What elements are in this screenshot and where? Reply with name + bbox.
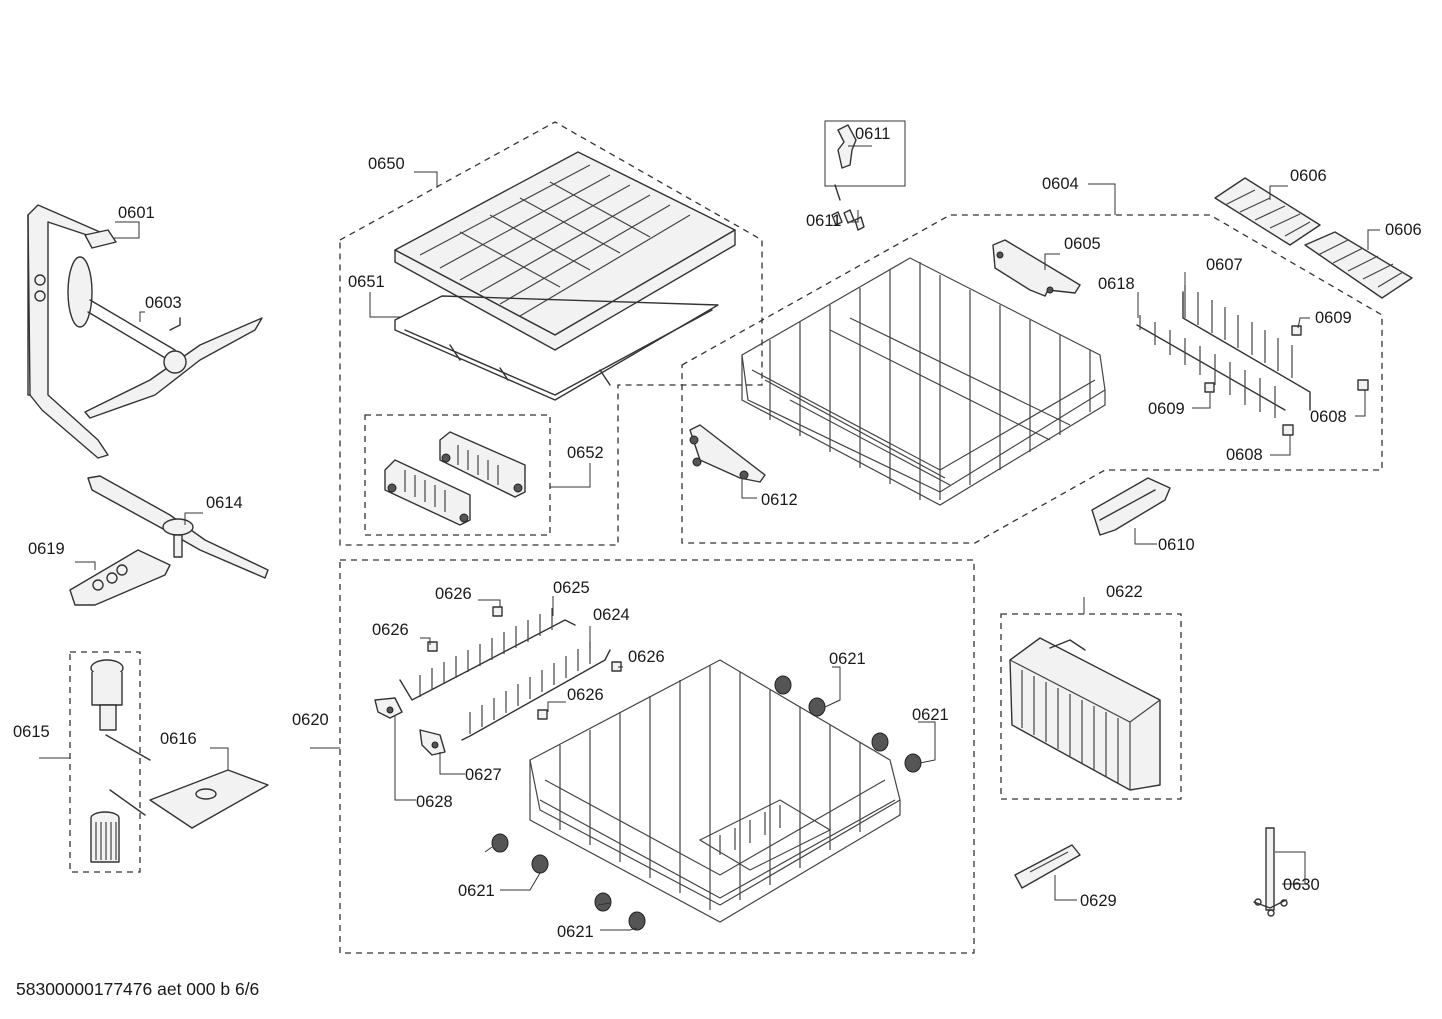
part-0626-clips	[427, 606, 622, 720]
label-0626-d: 0626	[567, 686, 604, 704]
part-0651-tray-frame	[394, 295, 719, 401]
label-0601: 0601	[118, 204, 155, 222]
label-0618: 0618	[1098, 275, 1135, 293]
label-0652: 0652	[567, 444, 604, 462]
part-0618-tine-rack	[1136, 315, 1286, 418]
label-0611: 0611	[806, 212, 841, 230]
part-0616-fine-filter	[149, 769, 269, 829]
part-0608-clip	[1282, 379, 1369, 436]
label-0614: 0614	[206, 494, 243, 512]
part-0605-rack-bracket	[992, 239, 1081, 297]
part-0652-rail-clips	[384, 431, 526, 526]
detail-box-0611	[824, 120, 906, 187]
part-0622-cutlery-basket	[1009, 637, 1161, 791]
part-0628-rail-clip	[374, 697, 403, 719]
part-labels: 0601 0603 0614 0619 0615 0616 0650 0651 …	[13, 125, 1422, 941]
leader-lines	[39, 145, 1380, 931]
label-0619: 0619	[28, 540, 65, 558]
label-0651: 0651	[348, 273, 385, 291]
label-0608-lower: 0608	[1226, 446, 1263, 464]
label-0604: 0604	[1042, 175, 1079, 193]
label-0625: 0625	[553, 579, 590, 597]
label-0607: 0607	[1206, 256, 1243, 274]
part-0611-clip	[831, 124, 865, 231]
label-0615: 0615	[13, 723, 50, 741]
label-0605: 0605	[1064, 235, 1101, 253]
label-0606-lower: 0606	[1385, 221, 1422, 239]
label-0621-b: 0621	[912, 706, 949, 724]
label-0626-c: 0626	[628, 648, 665, 666]
part-0629-handle	[1014, 844, 1081, 889]
group-outline-filter	[69, 651, 141, 873]
label-0627: 0627	[465, 766, 502, 784]
part-0625-tine-row	[399, 608, 576, 701]
document-code: 58300000177476 aet 000 b 6/6	[16, 979, 260, 999]
part-0650-cutlery-tray	[394, 151, 736, 351]
label-0609-upper: 0609	[1315, 309, 1352, 327]
label-0620: 0620	[292, 711, 329, 729]
part-0603-upper-spray-arm	[67, 256, 263, 419]
group-outline-0652	[364, 414, 551, 536]
label-0630: 0630	[1283, 876, 1320, 894]
label-0610: 0610	[1158, 536, 1195, 554]
part-0610-handle	[1091, 477, 1171, 536]
label-0624: 0624	[593, 606, 630, 624]
label-0621-a: 0621	[829, 650, 866, 668]
label-0609-lower: 0609	[1148, 400, 1185, 418]
label-0629: 0629	[1080, 892, 1117, 910]
label-0616: 0616	[160, 730, 197, 748]
label-0622: 0622	[1106, 583, 1143, 601]
part-0621-wheels	[491, 675, 922, 931]
part-0604-upper-rack	[741, 257, 1106, 506]
part-0609-clip	[1204, 325, 1302, 393]
part-0624-tine-row	[461, 642, 611, 741]
part-0607-tine-rack	[1182, 285, 1311, 411]
group-outline-lower-rack	[339, 559, 975, 954]
label-0612: 0612	[761, 491, 798, 509]
label-0603: 0603	[145, 294, 182, 312]
part-0614-lower-spray-arm	[87, 475, 269, 579]
label-0650: 0650	[368, 155, 405, 173]
part-0630-tine	[1253, 827, 1288, 917]
part-0606-tine-row	[1214, 177, 1413, 299]
label-0611-detail: 0611	[855, 125, 890, 143]
label-0626-b: 0626	[372, 621, 409, 639]
part-0619-cover	[69, 549, 171, 606]
group-outline-upper-rack	[681, 214, 1383, 544]
part-0627-rail-clip	[419, 729, 446, 756]
label-0608-upper: 0608	[1310, 408, 1347, 426]
part-0601-feed-pipe	[27, 204, 117, 459]
label-0606-upper: 0606	[1290, 167, 1327, 185]
label-0626-a: 0626	[435, 585, 472, 603]
group-outline-cutlery-basket	[1000, 613, 1182, 800]
label-0621-c: 0621	[458, 882, 495, 900]
label-0621-d: 0621	[557, 923, 594, 941]
part-0612-rack-bracket	[689, 424, 766, 483]
part-0620-lower-rack	[529, 659, 901, 923]
label-0628: 0628	[416, 793, 453, 811]
part-0615-filter	[90, 659, 151, 863]
